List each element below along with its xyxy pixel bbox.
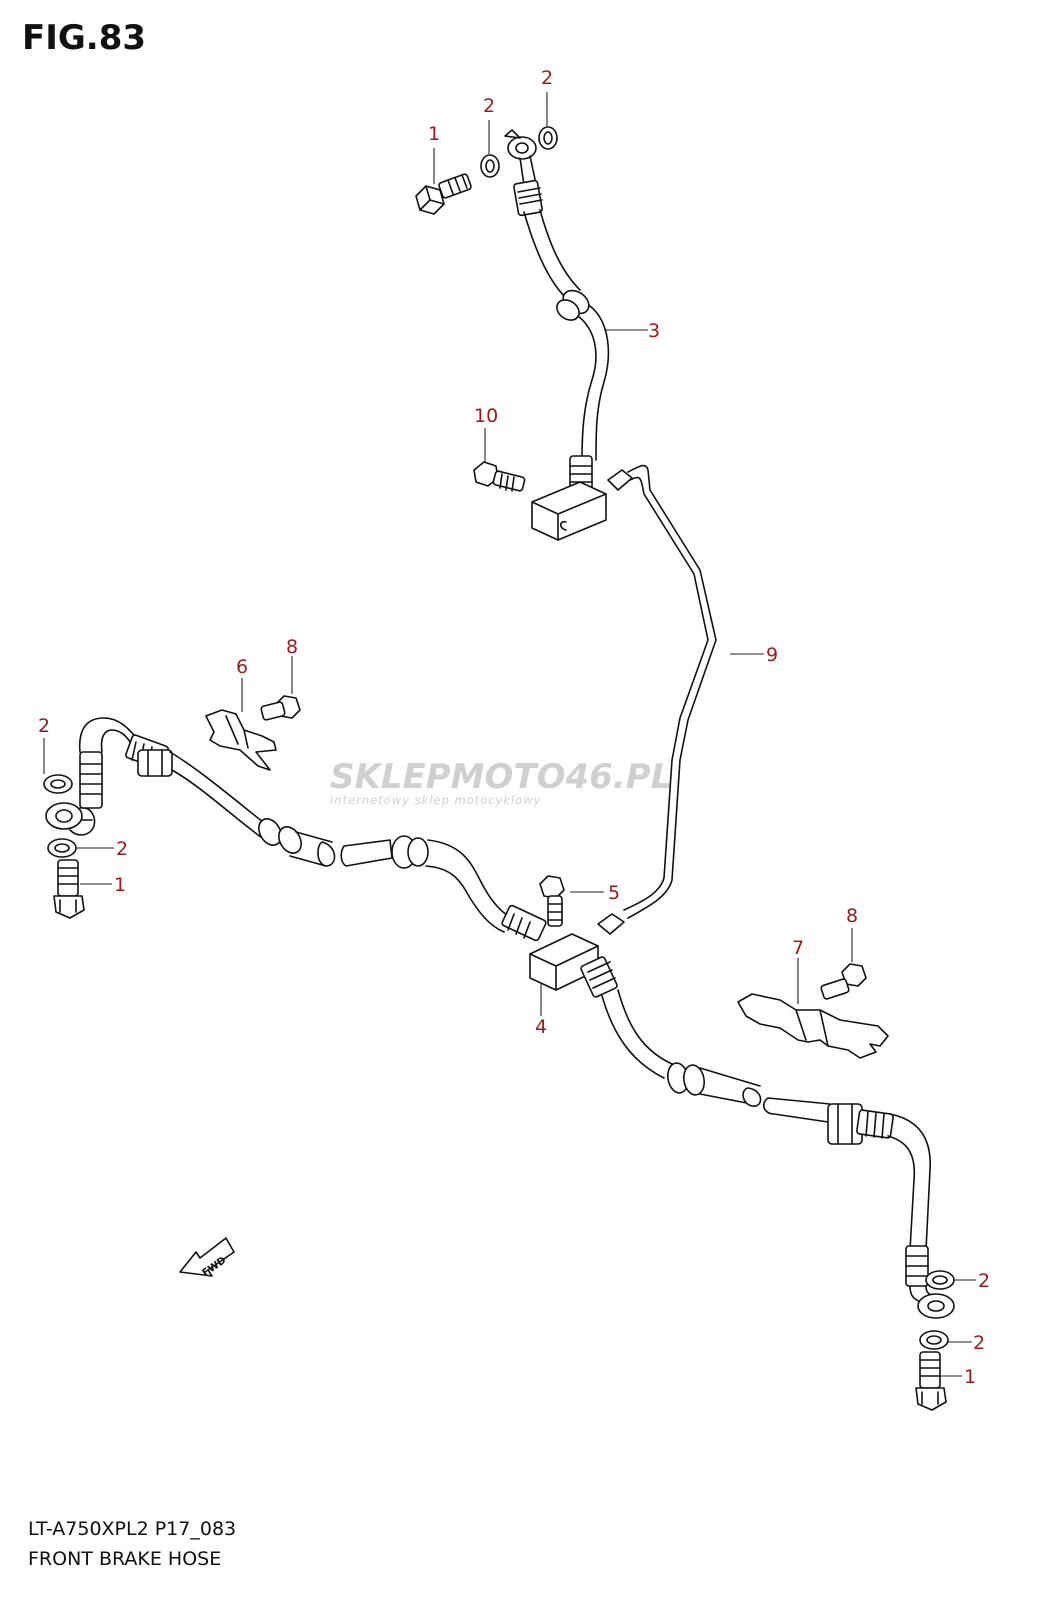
clamp-bracket-7	[737, 993, 889, 1059]
watermark-tagline: internetowy sklep motocyklowy	[330, 793, 541, 807]
brake-pipe	[597, 464, 717, 935]
callout-2-top-a: 2	[483, 95, 495, 117]
washers-right	[919, 1270, 955, 1350]
washers-top	[480, 126, 558, 178]
callout-8-right: 8	[846, 905, 858, 927]
watermark: SKLEPMOTO46.PL internetowy sklep motocyk…	[330, 757, 672, 807]
callout-1-left: 1	[114, 874, 126, 896]
callout-10: 10	[474, 405, 498, 427]
callout-8-left: 8	[286, 636, 298, 658]
callout-2-right-b: 2	[973, 1332, 985, 1354]
callout-5: 5	[608, 882, 620, 904]
junction-bolt-5	[539, 875, 565, 927]
callout-4: 4	[535, 1016, 547, 1038]
bracket-bolt-8-left	[260, 695, 301, 721]
callout-1-right: 1	[964, 1366, 976, 1388]
figure-caption: FRONT BRAKE HOSE	[28, 1548, 222, 1570]
model-code: LT-A750XPL2 P17_083	[28, 1518, 237, 1540]
callout-2-top-b: 2	[541, 67, 553, 89]
left-front-hose	[45, 717, 336, 867]
center-hose	[340, 835, 547, 942]
callout-labels: 1 2 2 3 10 9 8 6 2 2 1 5 4 8 7 2 2 1	[38, 67, 990, 1388]
union-bolt-right	[915, 1351, 947, 1411]
callout-9: 9	[766, 644, 778, 666]
callout-3: 3	[648, 320, 660, 342]
union-bolt-left	[53, 859, 85, 919]
callout-1-top: 1	[428, 123, 440, 145]
washers-left	[43, 774, 77, 858]
callout-6: 6	[236, 656, 248, 678]
callout-2-left-b: 2	[116, 838, 128, 860]
right-front-hose	[580, 956, 955, 1319]
figure-title: FIG.83	[22, 18, 147, 58]
upper-brake-hose	[504, 129, 610, 541]
watermark-brand: SKLEPMOTO46.PL	[330, 757, 672, 797]
leader-lines	[43, 92, 976, 1377]
junction-bolt-10	[473, 461, 526, 492]
union-bolt-top	[415, 173, 472, 215]
callout-2-left-a: 2	[38, 715, 50, 737]
bracket-bolt-8-right	[820, 963, 867, 1000]
callout-2-right-a: 2	[978, 1270, 990, 1292]
clamp-bracket-6	[205, 709, 277, 771]
callout-7: 7	[792, 937, 804, 959]
fwd-direction-icon: FWD	[179, 1237, 235, 1279]
